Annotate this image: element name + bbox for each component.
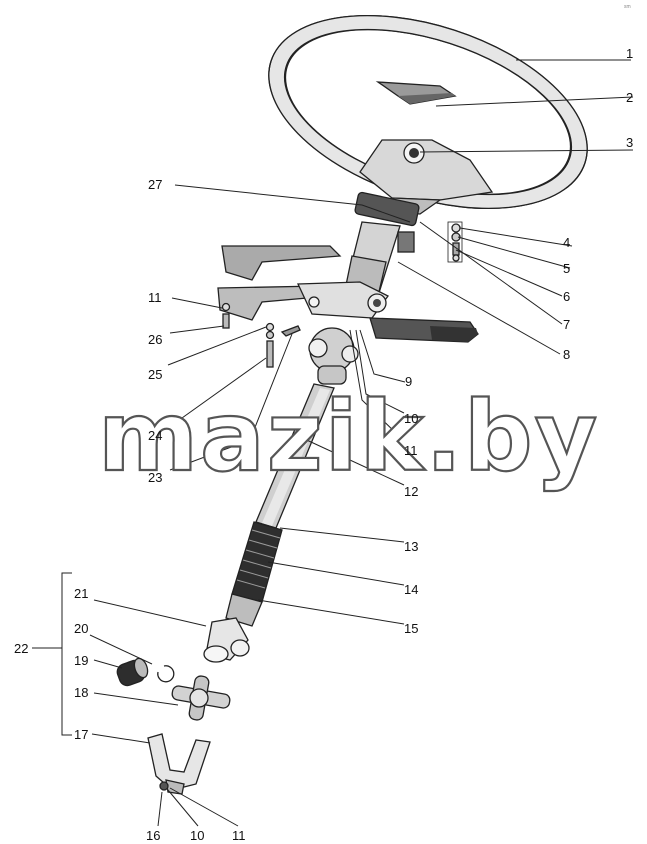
label-11-upper: 11 <box>404 443 418 458</box>
fastener-set-right <box>447 221 463 263</box>
label-12: 12 <box>404 484 418 499</box>
label-1: 1 <box>626 46 633 61</box>
label-23: 23 <box>148 470 162 485</box>
leader-lines <box>32 59 634 827</box>
label-20: 20 <box>74 621 88 636</box>
tilt-adjust-lever <box>369 317 479 343</box>
label-10-lower: 10 <box>190 828 204 843</box>
label-22: 22 <box>14 641 28 656</box>
label-8: 8 <box>563 347 570 362</box>
part-labels: 1 2 3 4 5 6 7 8 9 10 11 12 13 14 15 16 1… <box>14 46 633 843</box>
label-15: 15 <box>404 621 418 636</box>
label-13: 13 <box>404 539 418 554</box>
column-mounting-brackets <box>217 245 389 321</box>
label-14: 14 <box>404 582 418 597</box>
label-26: 26 <box>148 332 162 347</box>
needle-bearing-cup <box>116 657 149 687</box>
label-27: 27 <box>148 177 162 192</box>
watermark-text: mazik.by <box>98 381 599 493</box>
label-18: 18 <box>74 685 88 700</box>
label-4: 4 <box>563 235 570 250</box>
upper-universal-joint <box>308 327 359 385</box>
label-6: 6 <box>563 289 570 304</box>
label-5: 5 <box>563 261 570 276</box>
corner-mark: sm <box>624 4 631 10</box>
horn-emblem <box>375 81 457 105</box>
label-21: 21 <box>74 586 88 601</box>
label-25: 25 <box>148 367 162 382</box>
label-16: 16 <box>146 828 160 843</box>
fastener-set-left <box>221 302 301 368</box>
label-9: 9 <box>405 374 412 389</box>
label-11-lower: 11 <box>232 828 246 843</box>
cross-spider <box>171 675 231 721</box>
label-10-upper: 10 <box>404 411 418 426</box>
lower-yoke <box>203 593 263 663</box>
label-2: 2 <box>626 90 633 105</box>
protective-boot <box>231 521 283 603</box>
label-24: 24 <box>148 428 162 443</box>
label-3: 3 <box>626 135 633 150</box>
label-19: 19 <box>74 653 88 668</box>
label-17: 17 <box>74 727 88 742</box>
bottom-yoke <box>147 733 211 795</box>
label-7: 7 <box>563 317 570 332</box>
label-11-left: 11 <box>148 290 162 305</box>
snap-ring <box>157 665 175 683</box>
steering-column-upper <box>344 191 420 297</box>
